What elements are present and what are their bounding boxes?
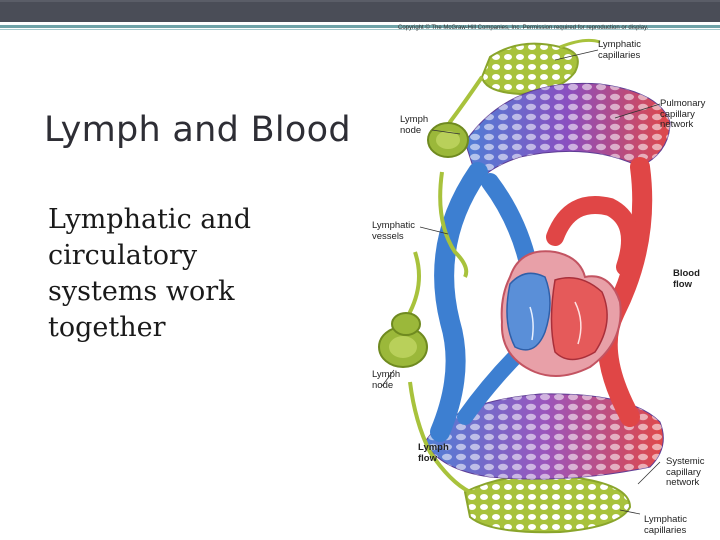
circulation-illustration xyxy=(378,38,671,534)
slide-body-text: Lymphatic and circulatory systems work t… xyxy=(48,204,252,343)
label-lymph-flow: Lymph flow xyxy=(418,442,449,464)
label-blood-flow: Blood flow xyxy=(673,268,700,290)
label-lymph-node-bottom: Lymph node xyxy=(372,369,401,391)
label-systemic-capillary-network: Systemic capillary network xyxy=(666,456,705,488)
label-lymphatic-capillaries-bottom: Lymphatic capillaries xyxy=(644,514,687,536)
slide-top-bar xyxy=(0,0,720,22)
copyright-notice: Copyright © The McGraw-Hill Companies, I… xyxy=(398,25,649,31)
label-lymph-node-top: Lymph node xyxy=(400,114,429,136)
slide-title: Lymph and Blood xyxy=(44,110,351,150)
label-lymphatic-capillaries-top: Lymphatic capillaries xyxy=(598,39,641,61)
circulation-diagram: Copyright © The McGraw-Hill Companies, I… xyxy=(370,22,720,540)
label-pulmonary-capillary-network: Pulmonary capillary network xyxy=(660,98,706,130)
accent-line xyxy=(0,25,720,33)
label-lymphatic-vessels: Lymphatic vessels xyxy=(372,220,415,242)
